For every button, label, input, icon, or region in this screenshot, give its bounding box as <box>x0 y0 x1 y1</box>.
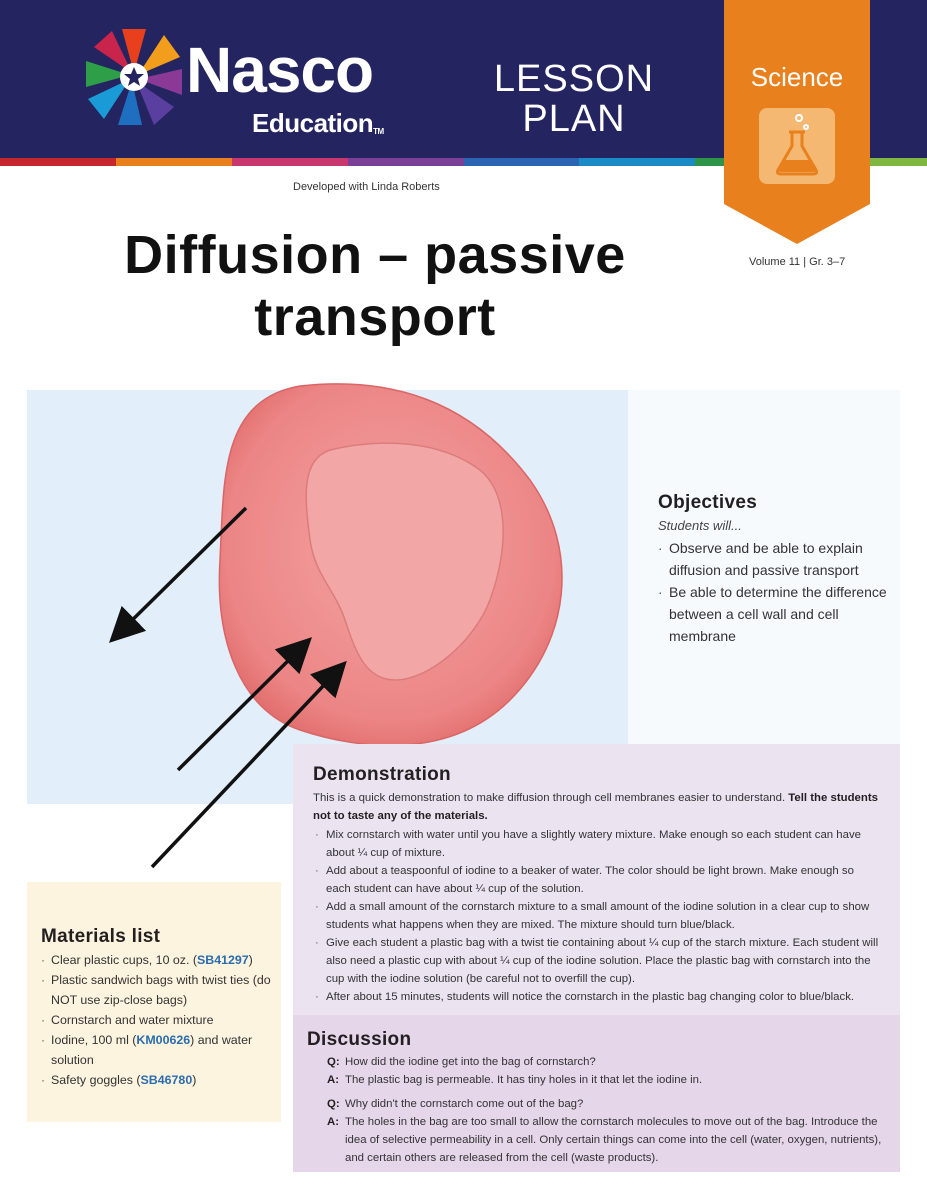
product-code-link[interactable]: SB41297 <box>197 953 249 967</box>
list-item: Iodine, 100 ml (KM00626) and water solut… <box>41 1030 271 1070</box>
volume-grade: Volume 11 | Gr. 3–7 <box>749 256 846 268</box>
materials-section: Materials list Clear plastic cups, 10 oz… <box>27 882 281 1122</box>
discussion-section: Discussion Q:How did the iodine get into… <box>293 1015 900 1172</box>
demonstration-intro: This is a quick demonstration to make di… <box>313 792 878 822</box>
objectives-heading: Objectives <box>658 492 758 513</box>
answer-2: A:The holes in the bag are too small to … <box>327 1116 882 1164</box>
page-title: Diffusion – passive transport <box>124 225 626 347</box>
answer-1: A:The plastic bag is permeable. It has t… <box>327 1074 703 1086</box>
question-1: Q:How did the iodine get into the bag of… <box>327 1056 596 1068</box>
brand-subtitle: EducationTM <box>252 108 384 138</box>
list-item: Observe and be able to explain diffusion… <box>658 537 898 581</box>
list-item: Add about a teaspoonful of iodine to a b… <box>313 862 880 898</box>
cell-diagram-icon <box>109 383 563 869</box>
materials-heading: Materials list <box>41 926 161 947</box>
product-code-link[interactable]: SB46780 <box>140 1073 193 1087</box>
objectives-intro: Students will... <box>658 518 742 533</box>
list-item: Give each student a plastic bag with a t… <box>313 934 880 988</box>
discussion-heading: Discussion <box>307 1029 412 1050</box>
subject-label: Science <box>750 62 844 92</box>
list-item: Safety goggles (SB46780) <box>41 1070 271 1090</box>
objectives-section: Objectives Students will... Observe and … <box>658 492 898 647</box>
nasco-logo-icon <box>84 26 184 128</box>
lesson-plan-label: LESSON PLAN <box>493 58 655 140</box>
flask-icon <box>759 108 835 184</box>
list-item: Mix cornstarch with water until you have… <box>313 826 880 862</box>
demonstration-heading: Demonstration <box>313 764 451 785</box>
brand-name: Nasco <box>186 34 374 106</box>
list-item: Be able to determine the difference betw… <box>658 581 898 647</box>
list-item: Cornstarch and water mixture <box>41 1010 271 1030</box>
demonstration-section: Demonstration This is a quick demonstrat… <box>293 744 900 1015</box>
list-item: Plastic sandwich bags with twist ties (d… <box>41 970 271 1010</box>
product-code-link[interactable]: KM00626 <box>136 1033 191 1047</box>
question-2: Q:Why didn't the cornstarch come out of … <box>327 1098 584 1110</box>
list-item: After about 15 minutes, students will no… <box>313 988 880 1006</box>
developed-by: Developed with Linda Roberts <box>293 181 440 193</box>
list-item: Clear plastic cups, 10 oz. (SB41297) <box>41 950 271 970</box>
list-item: Add a small amount of the cornstarch mix… <box>313 898 880 934</box>
